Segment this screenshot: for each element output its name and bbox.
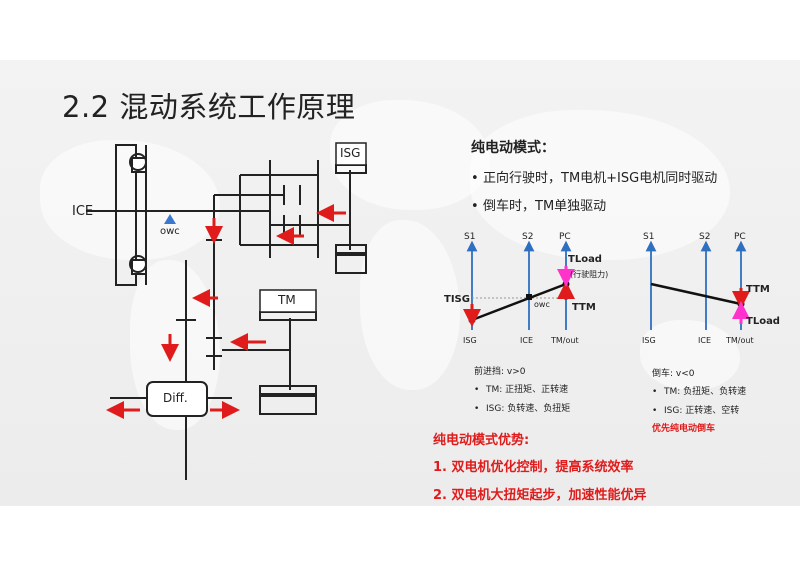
axis-label: S1: [643, 232, 655, 242]
tload-note: (行驶阻力): [570, 270, 609, 279]
engine-block: [115, 144, 137, 286]
bottom-label: ISG: [642, 336, 656, 345]
forward-note-text: ISG: 负转速、负扭矩: [486, 404, 571, 414]
axis-label: S2: [522, 232, 534, 242]
forward-note: • ISG: 负转速、负扭矩: [474, 401, 570, 414]
forward-note-text: TM: 正扭矩、正转速: [486, 385, 569, 395]
tm-rotor: [259, 395, 317, 415]
isg-box: [335, 142, 367, 166]
axis-label: S2: [699, 232, 711, 242]
reverse-note-text: ISG: 正转速、空转: [664, 406, 740, 416]
owc-triangle: [164, 214, 176, 224]
reverse-tload-label: TLoad: [746, 316, 780, 327]
tm-label: TM: [278, 293, 296, 307]
bottom-label: TM/out: [726, 336, 754, 345]
axis-label: S1: [464, 232, 476, 242]
forward-note: • TM: 正扭矩、正转速: [474, 382, 568, 395]
bullet-dot: •: [474, 385, 480, 395]
tm-box: [259, 289, 317, 313]
isg-label: ISG: [340, 146, 361, 160]
tm-flange-bottom: [259, 385, 317, 395]
reverse-note: • ISG: 正转速、空转: [652, 403, 739, 416]
tisg-label: TISG: [444, 294, 470, 305]
bullet-dot: •: [652, 406, 658, 416]
ice-label: ICE: [72, 204, 94, 219]
advantages-heading: 纯电动模式优势:: [433, 433, 530, 448]
isg-rotor: [335, 254, 367, 274]
owc-node: [526, 294, 532, 300]
page-title: 2.2 混动系统工作原理: [62, 90, 356, 124]
reverse-note: • TM: 负扭矩、负转速: [652, 384, 746, 397]
isg-flange-bottom: [335, 244, 367, 254]
advantage-item: 1. 双电机优化控制，提高系统效率: [433, 460, 634, 475]
reverse-note-text: TM: 负扭矩、负转速: [664, 387, 747, 397]
ttm-label: TTM: [572, 302, 596, 313]
owc-label: owc: [160, 226, 180, 237]
mode-bullet: • 正向行驶时，TM电机+ISG电机同时驱动: [471, 167, 717, 186]
tload-label: TLoad: [568, 254, 602, 265]
bullet-dot: •: [652, 387, 658, 397]
bottom-label: TM/out: [551, 336, 579, 345]
mode-bullet-text: 正向行驶时，TM电机+ISG电机同时驱动: [483, 171, 718, 186]
bottom-label: ISG: [463, 336, 477, 345]
bullet-dot: •: [471, 199, 479, 214]
advantage-item: 2. 双电机大扭矩起步，加速性能优异: [433, 488, 647, 503]
forward-lever-line: [471, 282, 567, 322]
reverse-ttm-label: TTM: [746, 284, 770, 295]
reverse-highlight: 优先纯电动倒车: [652, 424, 716, 434]
power-flow-arrows: [106, 204, 346, 419]
reverse-tm-node: [737, 300, 745, 308]
axis-label: PC: [559, 232, 571, 242]
forward-caption: 前进挡: v>0: [474, 367, 526, 377]
bullet-dot: •: [474, 404, 480, 414]
diff-label: Diff.: [163, 391, 188, 405]
mode-bullet-text: 倒车时，TM单独驱动: [483, 199, 607, 214]
world-map-shape: [640, 320, 740, 390]
mode-bullet: • 倒车时，TM单独驱动: [471, 195, 606, 214]
world-map-shape: [360, 220, 460, 390]
owc-node-label: owc: [534, 300, 550, 309]
tm-node: [562, 280, 570, 288]
bottom-label: ICE: [698, 336, 711, 345]
axis-label: PC: [734, 232, 746, 242]
world-map-shape: [470, 110, 730, 260]
reverse-caption: 倒车: v<0: [652, 369, 695, 379]
mode-heading: 纯电动模式：: [471, 140, 555, 156]
bottom-label: ICE: [520, 336, 533, 345]
slide-background: [0, 60, 800, 506]
bullet-dot: •: [471, 171, 479, 186]
reverse-lever-line: [650, 282, 742, 306]
